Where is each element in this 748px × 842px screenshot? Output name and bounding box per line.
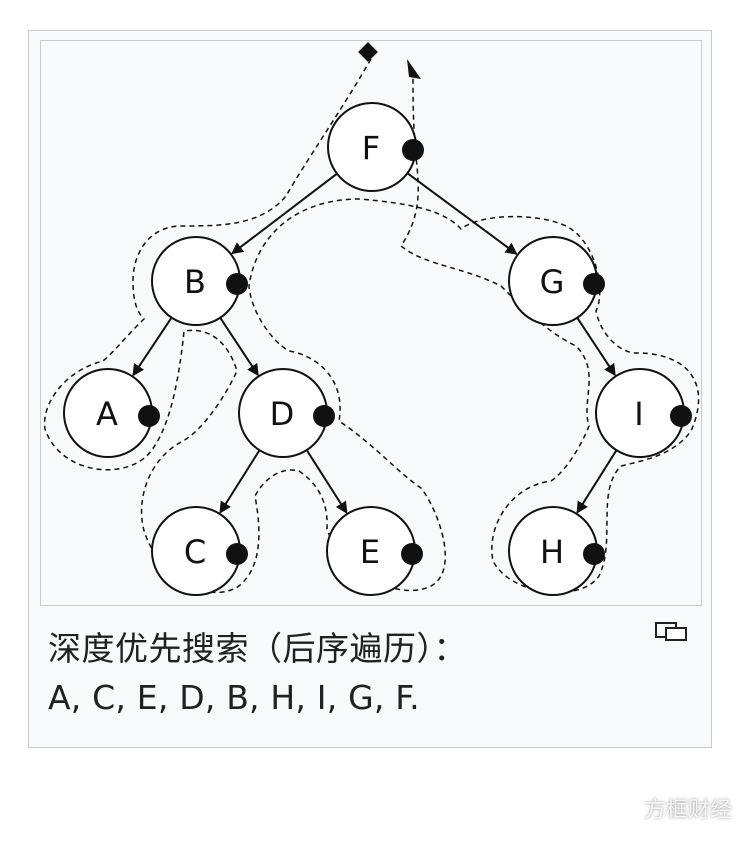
visit-marker-dot <box>583 543 605 565</box>
tree-node-g: G <box>508 236 605 326</box>
visit-marker-dot <box>401 543 423 565</box>
tree-edge-b-a <box>132 317 173 377</box>
node-label: C <box>184 533 206 571</box>
node-label: B <box>184 263 206 301</box>
tree-edge-f-g <box>406 172 518 255</box>
node-label: A <box>96 395 118 433</box>
traversal-dashed-path <box>43 58 700 594</box>
caption-title: 深度优先搜索（后序遍历）： <box>48 629 467 668</box>
enlarge-icon[interactable] <box>655 622 689 642</box>
node-label: D <box>270 395 295 433</box>
caption-sequence: A, C, E, D, B, H, I, G, F. <box>48 678 420 717</box>
visit-marker-dot <box>670 405 692 427</box>
node-label: G <box>540 263 565 301</box>
tree-edge-d-e <box>305 449 348 514</box>
visit-marker-dot <box>226 543 248 565</box>
tree-node-b: B <box>151 236 248 326</box>
tree-node-f: F <box>327 102 424 192</box>
visit-marker-dot <box>313 405 335 427</box>
tree-svg: F B G A D I C E H <box>43 42 700 596</box>
tree-edge-d-c <box>219 449 261 514</box>
visit-marker-dot <box>138 405 160 427</box>
tree-node-a: A <box>63 368 160 458</box>
tree-diagram: F B G A D I C E H <box>40 40 702 606</box>
visit-marker-dot <box>402 139 424 161</box>
watermark: 方框财经 <box>643 798 732 823</box>
tree-edge-f-b <box>231 172 338 255</box>
visit-marker-dot <box>226 273 248 295</box>
tree-node-d: D <box>238 368 335 458</box>
node-label: I <box>634 395 643 433</box>
tree-node-i: I <box>595 368 692 458</box>
tree-node-c: C <box>151 506 248 596</box>
tree-node-h: H <box>508 506 605 596</box>
tree-edge-i-h <box>576 449 618 514</box>
traversal-end-arrow <box>407 59 421 79</box>
visit-marker-dot <box>583 273 605 295</box>
node-label: E <box>360 533 380 571</box>
traversal-start-marker <box>358 42 378 62</box>
node-label: F <box>362 129 380 167</box>
tree-edge-b-d <box>219 317 259 377</box>
node-label: H <box>540 533 564 571</box>
tree-edge-g-i <box>576 317 616 377</box>
tree-node-e: E <box>326 506 423 596</box>
